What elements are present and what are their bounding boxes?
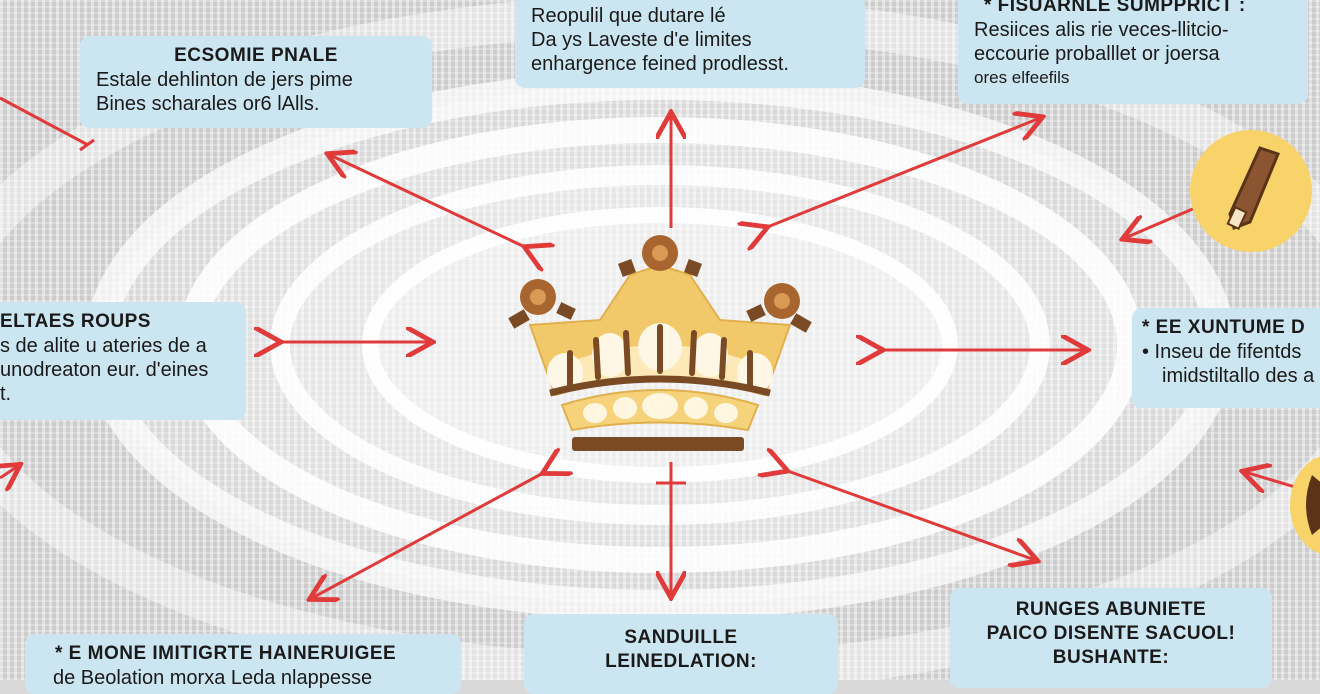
arrow-bottom-right	[785, 470, 1035, 560]
box-mid-right: * EE XUNTUME D • Inseu de fifentds imids…	[1132, 308, 1320, 408]
arrow-far-left-mid	[0, 466, 18, 478]
box-top-left-line-2: Bines scharales or6 lAlls.	[96, 93, 320, 115]
box-bottom-center-title-1: SANDUILLE	[624, 627, 738, 648]
box-bottom-center: SANDUILLE LEINEDLATION:	[524, 614, 838, 694]
box-bottom-left: * E MONE IMITIGRTE HAINERUIGEE de Beolat…	[25, 634, 461, 694]
box-mid-left: ELTAES ROUPS s de alite u ateries de a u…	[0, 302, 246, 420]
arrow-right-badge-2	[1245, 472, 1296, 487]
box-top-left: ECSOMIE PNALE Estale dehlinton de jers p…	[80, 36, 432, 128]
box-top-center: Reopulil que dutare lé Da ys Laveste d'e…	[515, 0, 865, 88]
box-mid-right-line-2: imidstiltallo des a	[1162, 365, 1315, 387]
crown-icon	[508, 235, 812, 451]
box-mid-right-line-1: • Inseu de fifentds	[1142, 341, 1302, 363]
box-bottom-right-title-1: RUNGES ABUNIETE	[1015, 599, 1207, 620]
box-bottom-left-title: * E MONE IMITIGRTE HAINERUIGEE	[55, 643, 397, 664]
box-mid-right-title: * EE XUNTUME D	[1142, 317, 1306, 338]
box-bottom-right: RUNGES ABUNIETE PAICO DISENTE SACUOL! BU…	[950, 588, 1272, 688]
arrow-far-left-top	[0, 96, 89, 147]
box-mid-left-line-1: s de alite u ateries de a	[0, 335, 207, 357]
partial-badge	[1290, 455, 1320, 555]
pen-badge	[1190, 130, 1312, 252]
box-top-right-title: * FISUARNLE SUMPPRICT :	[984, 0, 1246, 16]
arrow-bottom-left	[312, 472, 545, 598]
box-top-right-line-1: Resiices alis rie veces-llitcio-	[974, 19, 1229, 41]
box-mid-left-line-3: t.	[0, 383, 12, 405]
arrow-right-badge	[1125, 206, 1196, 238]
arrow-far-left-top-tick	[79, 138, 95, 152]
box-top-right: * FISUARNLE SUMPPRICT : Resiices alis ri…	[958, 0, 1308, 104]
box-bottom-center-title-2: LEINEDLATION:	[605, 651, 757, 672]
box-mid-left-line-2: unodreaton eur. d'eines	[0, 359, 209, 381]
box-mid-left-title: ELTAES ROUPS	[0, 311, 151, 332]
box-top-center-line-1: Reopulil que dutare lé	[531, 5, 726, 27]
connector-arrows	[0, 96, 1296, 680]
box-top-left-title: ECSOMIE PNALE	[174, 45, 338, 66]
arrow-top-right	[765, 118, 1040, 228]
arrow-top-left	[330, 155, 527, 248]
box-bottom-left-line-1: de Beolation morxa Leda nlappesse	[53, 667, 373, 689]
box-bottom-right-title-2: PAICO DISENTE SACUOL!	[986, 623, 1236, 644]
box-top-right-line-2: eccourie proballlet or joersa	[974, 43, 1220, 65]
box-bottom-right-title-3: BUSHANTE:	[1052, 647, 1170, 668]
box-top-left-line-1: Estale dehlinton de jers pime	[96, 69, 353, 91]
box-top-right-line-3: ores elfeefils	[974, 68, 1070, 87]
box-top-center-line-3: enhargence feined prodlesst.	[531, 53, 789, 75]
box-top-center-line-2: Da ys Laveste d'e limites	[531, 29, 752, 51]
pen-icon	[1226, 146, 1280, 231]
